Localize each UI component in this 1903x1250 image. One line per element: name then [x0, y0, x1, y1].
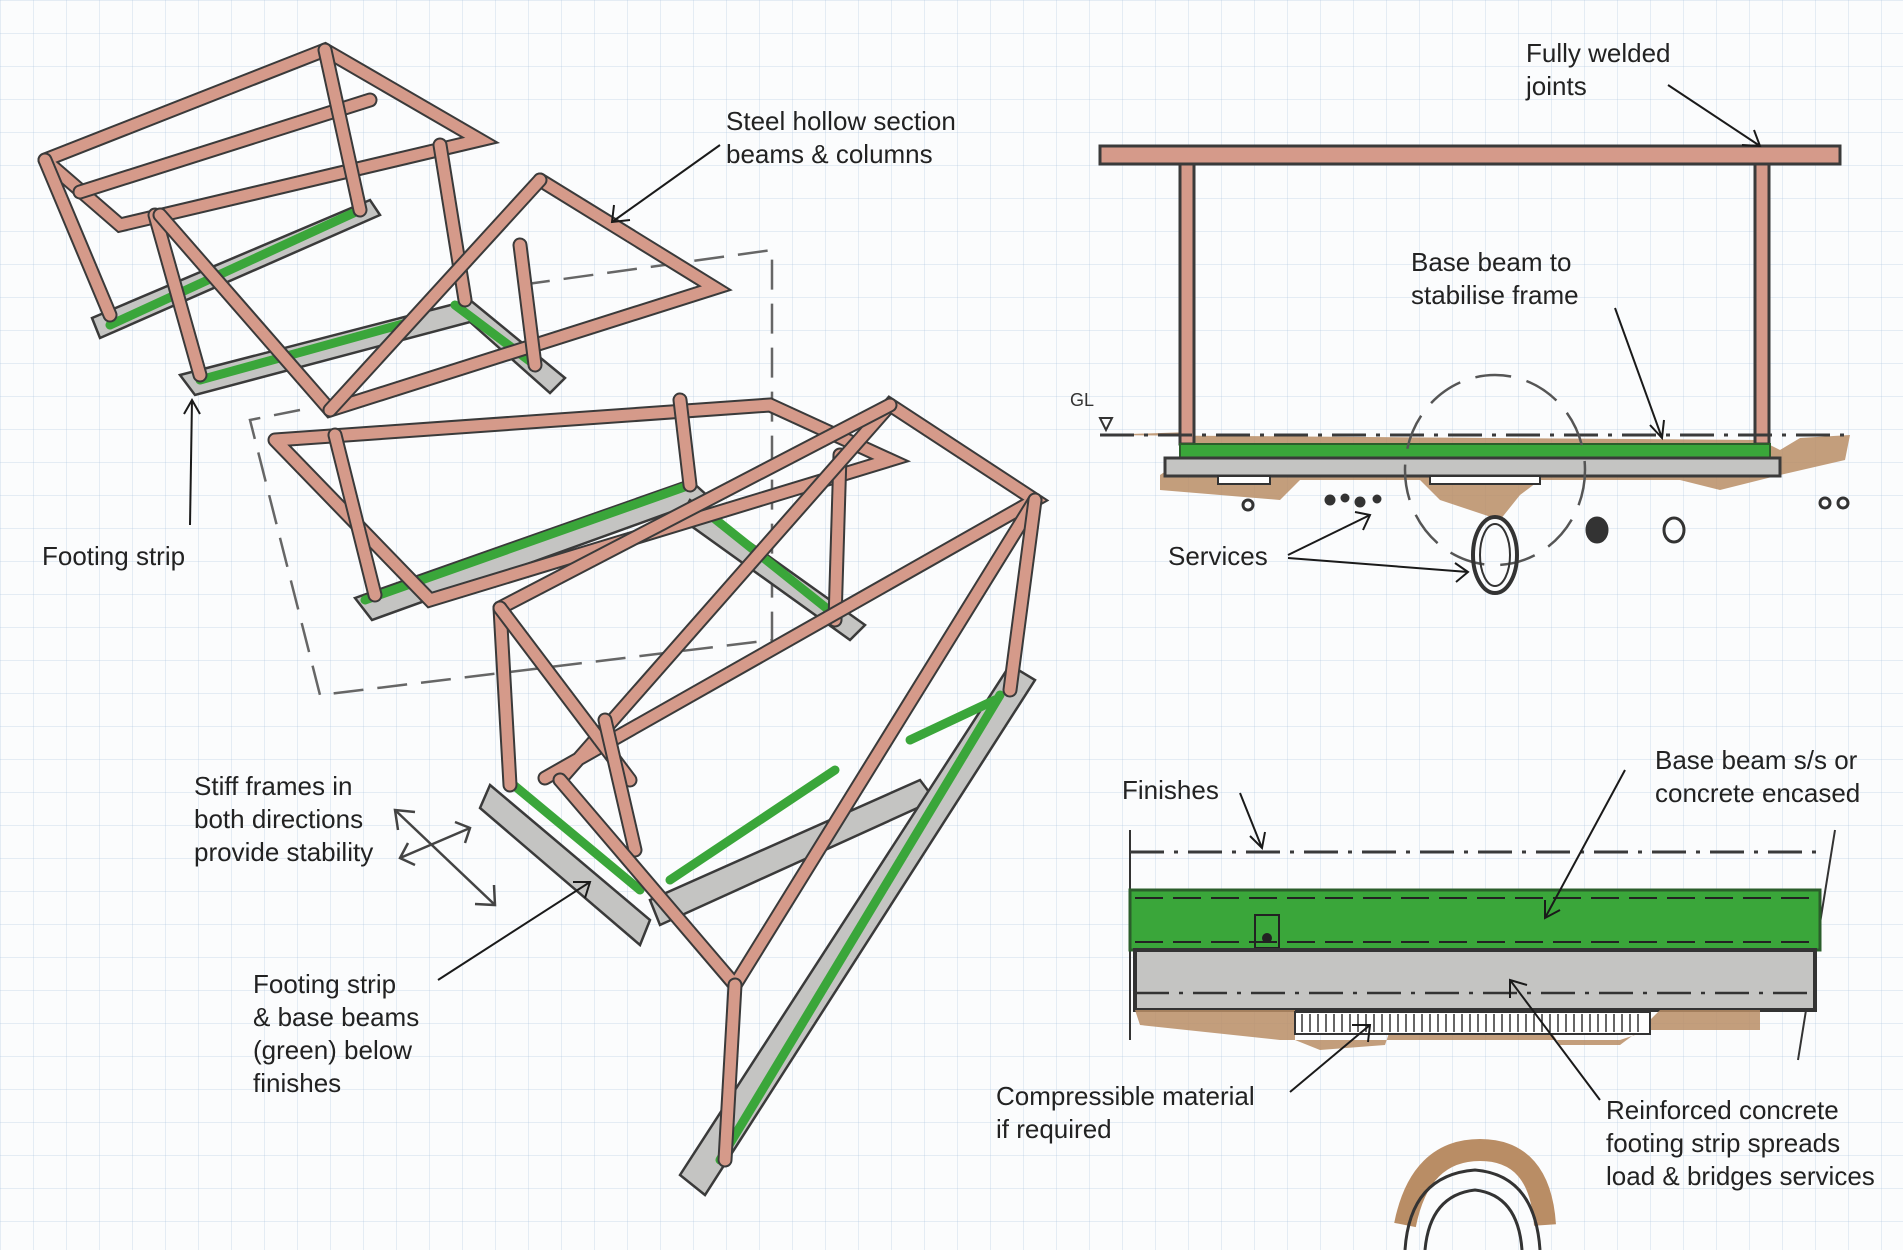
- section-detail: [1128, 769, 1836, 1250]
- footprint-outline: [248, 248, 774, 697]
- base-beam: [665, 765, 840, 885]
- drain-arch-icon: [1394, 1138, 1556, 1250]
- ground-level-label: GL: [1070, 390, 1094, 410]
- base-beam: [195, 317, 415, 385]
- label-finishes: Finishes: [1122, 775, 1219, 805]
- base-beam: [905, 695, 1000, 745]
- label-reinforced-footing: Reinforced concrete footing strip spread…: [1606, 1095, 1875, 1191]
- footing-strip: [478, 782, 652, 948]
- frame-3: [267, 392, 912, 628]
- label-services: Services: [1168, 541, 1268, 571]
- base-beam-section: [1128, 888, 1822, 952]
- ground-level-marker-icon: GL: [1070, 390, 1114, 433]
- base-beam: [1179, 443, 1771, 459]
- label-stiff-frames: Stiff frames in both directions provide …: [194, 771, 374, 867]
- base-beam: [705, 510, 840, 620]
- base-beam: [505, 777, 645, 895]
- label-footing-base-beams: Footing strip & base beams (green) below…: [253, 969, 420, 1098]
- column-right: [1753, 162, 1771, 446]
- label-compressible-material: Compressible material if required: [996, 1081, 1255, 1144]
- services-icons: [1241, 493, 1850, 595]
- compressible-material: [1294, 1011, 1651, 1035]
- detail-callout-circle: [1403, 373, 1587, 567]
- label-base-beam-stabilise: Base beam to stabilise frame: [1411, 247, 1579, 310]
- compressible-pad: [1217, 475, 1271, 485]
- frame-2: [152, 172, 733, 419]
- base-beam: [105, 205, 365, 330]
- label-base-beam-encased: Base beam s/s or concrete encased: [1655, 745, 1861, 808]
- compressible-pad: [1429, 475, 1541, 485]
- footing-section: [1133, 948, 1817, 1012]
- steel-frames: [37, 41, 1050, 1168]
- leader-arrows-iso: [183, 144, 721, 981]
- elevation-view: GL: [1070, 84, 1850, 595]
- two-way-arrow-icon: [393, 808, 497, 907]
- service-pipe-icon: [1471, 515, 1519, 595]
- label-welded-joints: Fully welded joints: [1526, 38, 1671, 101]
- column-left: [1178, 162, 1196, 446]
- label-steel-sections: Steel hollow section beams & columns: [726, 106, 956, 169]
- top-beam: [1098, 144, 1842, 166]
- base-beam: [715, 690, 1005, 1165]
- isometric-frame-view: [37, 41, 1050, 1197]
- label-footing-strip: Footing strip: [42, 541, 186, 571]
- footing-strip: [1163, 456, 1782, 478]
- frame-4: [492, 395, 1050, 1168]
